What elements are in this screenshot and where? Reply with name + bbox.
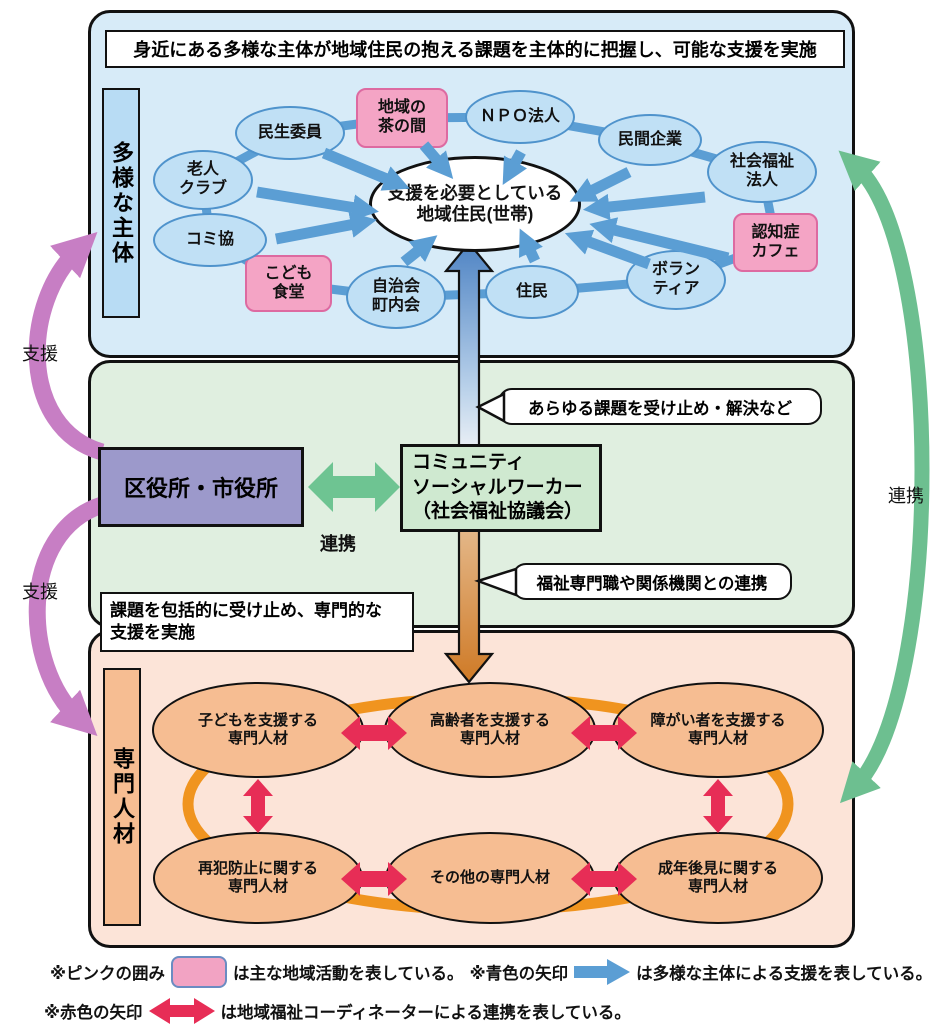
callout-accept-resolve: あらゆる課題を受け止め・解決など	[498, 388, 822, 425]
node-chiiki-chanoma: 地域の 茶の間	[356, 88, 448, 148]
node-minsei-iin: 民生委員	[235, 106, 345, 160]
node-rojin-club: 老人 クラブ	[153, 150, 253, 210]
node-volunteer: ボラン ティア	[626, 250, 726, 310]
red-double-arrow-icon	[148, 998, 215, 1024]
renkei-label-right: 連携	[888, 486, 924, 506]
node-shakaifukushi-hojin: 社会福祉 法人	[707, 141, 817, 203]
node-elderly-support: 高齢者を支援する 専門人材	[384, 682, 596, 778]
community-banner: 身近にある多様な主体が地域住民の抱える課題を主体的に把握し、可能な支援を実施	[105, 30, 845, 68]
renkei-label-middle: 連携	[320, 534, 356, 554]
node-jumin: 住民	[485, 265, 579, 319]
node-npo-hojin: ＮＰＯ法人	[465, 90, 575, 144]
community-social-worker-box: コミュニティ ソーシャルワーカー （社会福祉協議会）	[400, 444, 602, 532]
node-disability-support: 障がい者を支援する 専門人材	[612, 682, 824, 778]
legend-pink-desc: は主な地域活動を表している。	[233, 965, 464, 983]
node-other-professionals: その他の専門人材	[385, 832, 595, 924]
side-label-professionals: 専門人材	[103, 668, 141, 926]
node-recidivism-prevention: 再犯防止に関する 専門人材	[153, 832, 363, 924]
comprehensive-support-box: 課題を包括的に受け止め、専門的な 支援を実施	[100, 592, 414, 652]
legend-pink-prefix: ※ピンクの囲み	[50, 965, 166, 983]
node-children-support: 子どもを支援する 専門人材	[152, 682, 364, 778]
legend-line-1: ※ピンクの囲み は主な地域活動を表している。 ※青色の矢印 は多様な主体による支…	[50, 956, 932, 988]
node-kodomo-shokudo: こども 食堂	[245, 255, 332, 312]
legend-red-prefix: ※赤色の矢印	[44, 1004, 143, 1022]
legend-line-2: ※赤色の矢印 は地域福祉コーディネーターによる連携を表している。	[44, 996, 631, 1026]
center-residents-ellipse: 支援を必要としている 地域住民(世帯)	[369, 156, 581, 252]
legend-blue-prefix: ※青色の矢印	[469, 965, 569, 983]
callout-welfare-cooperation: 福祉専門職や関係機関との連携	[512, 563, 792, 600]
legend-red-desc: は地域福祉コーディネーターによる連携を表している。	[220, 1004, 631, 1022]
node-minkan-kigyo: 民間企業	[598, 114, 702, 166]
blue-arrow-icon	[574, 959, 631, 985]
shien-label-top: 支援	[22, 344, 58, 364]
pink-box-swatch-icon	[171, 956, 228, 988]
node-adult-guardianship: 成年後見に関する 専門人材	[613, 832, 823, 924]
node-jichikai-chonaikai: 自治会 町内会	[346, 265, 446, 329]
renkei-curved-arrow-right	[838, 150, 930, 804]
node-ninchisho-cafe: 認知症 カフェ	[733, 213, 818, 272]
city-ward-office-box: 区役所・市役所	[98, 447, 304, 527]
side-label-diverse-actors: 多様な主体	[102, 88, 140, 318]
legend-blue-desc: は多様な主体による支援を表している。	[636, 965, 933, 983]
node-komikyo: コミ協	[153, 213, 267, 267]
shien-label-bottom: 支援	[22, 582, 58, 602]
